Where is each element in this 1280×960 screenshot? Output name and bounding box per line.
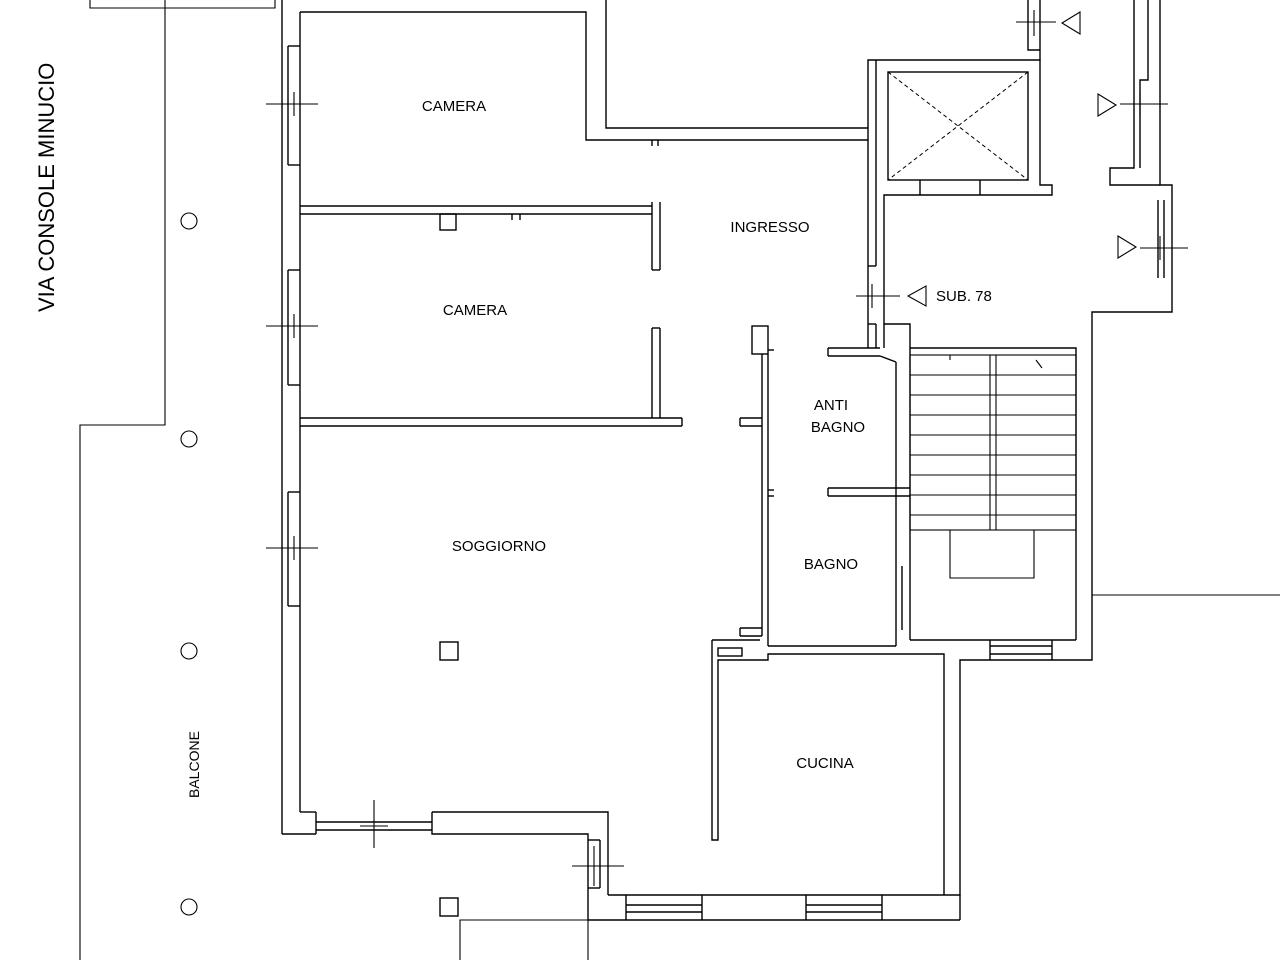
- room-label-anti-bagno-line1: ANTI: [814, 397, 848, 414]
- entrance-triangle-top: [1060, 11, 1081, 35]
- room-label-cucina: CUCINA: [796, 755, 854, 772]
- room-label-camera-1: CAMERA: [422, 98, 486, 115]
- entrance-triangle-right-upper: [1097, 93, 1118, 117]
- room-label-soggiorno: SOGGIORNO: [452, 538, 546, 555]
- entrance-triangle-right-lower: [1117, 235, 1138, 259]
- exterior-walls: [281, 0, 1173, 921]
- interior-walls: [300, 80, 945, 917]
- room-label-ingresso: INGRESSO: [730, 219, 809, 236]
- window-marks: [266, 10, 1188, 886]
- room-label-anti-bagno-line2: BAGNO: [811, 419, 865, 436]
- staircase: [909, 354, 1077, 579]
- elevator-and-landing: [867, 0, 1165, 660]
- balcony-label: BALCONE: [186, 731, 202, 798]
- street-label: VIA CONSOLE MINUCIO: [34, 63, 59, 312]
- balcony-columns: [180, 212, 198, 916]
- entrance-markers: [906, 11, 1138, 307]
- room-label-camera-2: CAMERA: [443, 302, 507, 319]
- entrance-triangle-sub78: [906, 285, 927, 307]
- unit-label: SUB. 78: [936, 288, 992, 305]
- room-label-bagno: BAGNO: [804, 556, 858, 573]
- outer-boundary: [79, 0, 1280, 960]
